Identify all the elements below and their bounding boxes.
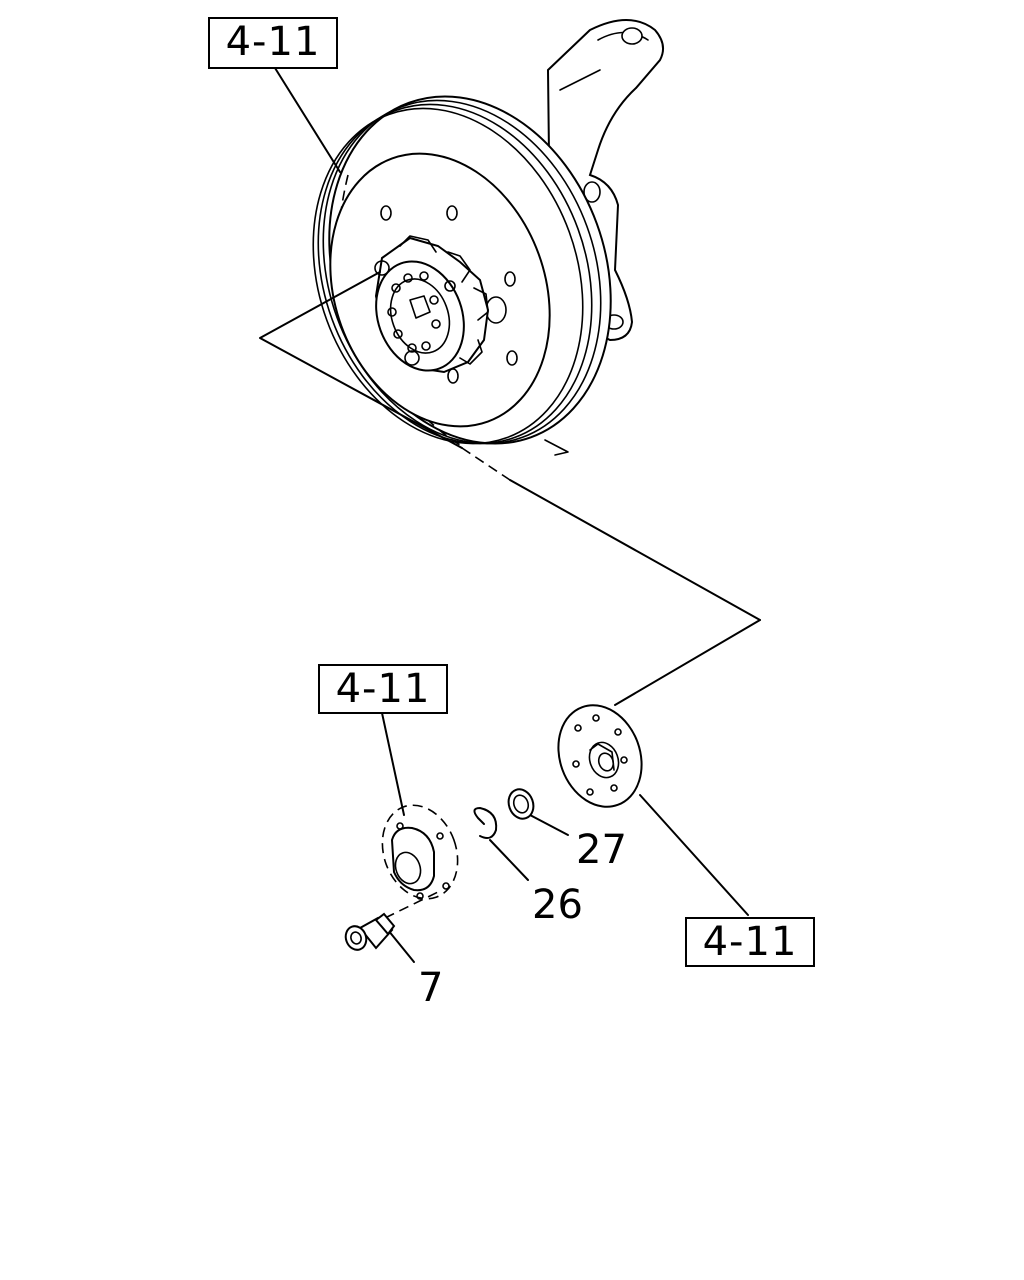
reference-label-right: 4-11 (685, 917, 815, 967)
hub-cap-flange (381, 804, 459, 900)
brake-drum (312, 95, 612, 456)
hub-flange-right (557, 704, 643, 808)
reference-label-middle: 4-11 (318, 664, 448, 714)
washer-27 (507, 788, 535, 820)
callout-27: 27 (576, 827, 627, 873)
callout-26: 26 (532, 882, 583, 928)
snap-ring-26 (473, 807, 498, 839)
leader-lines (259, 67, 761, 963)
bolt-7 (344, 912, 396, 951)
callout-7: 7 (418, 965, 444, 1011)
reference-label-top: 4-11 (208, 17, 338, 69)
